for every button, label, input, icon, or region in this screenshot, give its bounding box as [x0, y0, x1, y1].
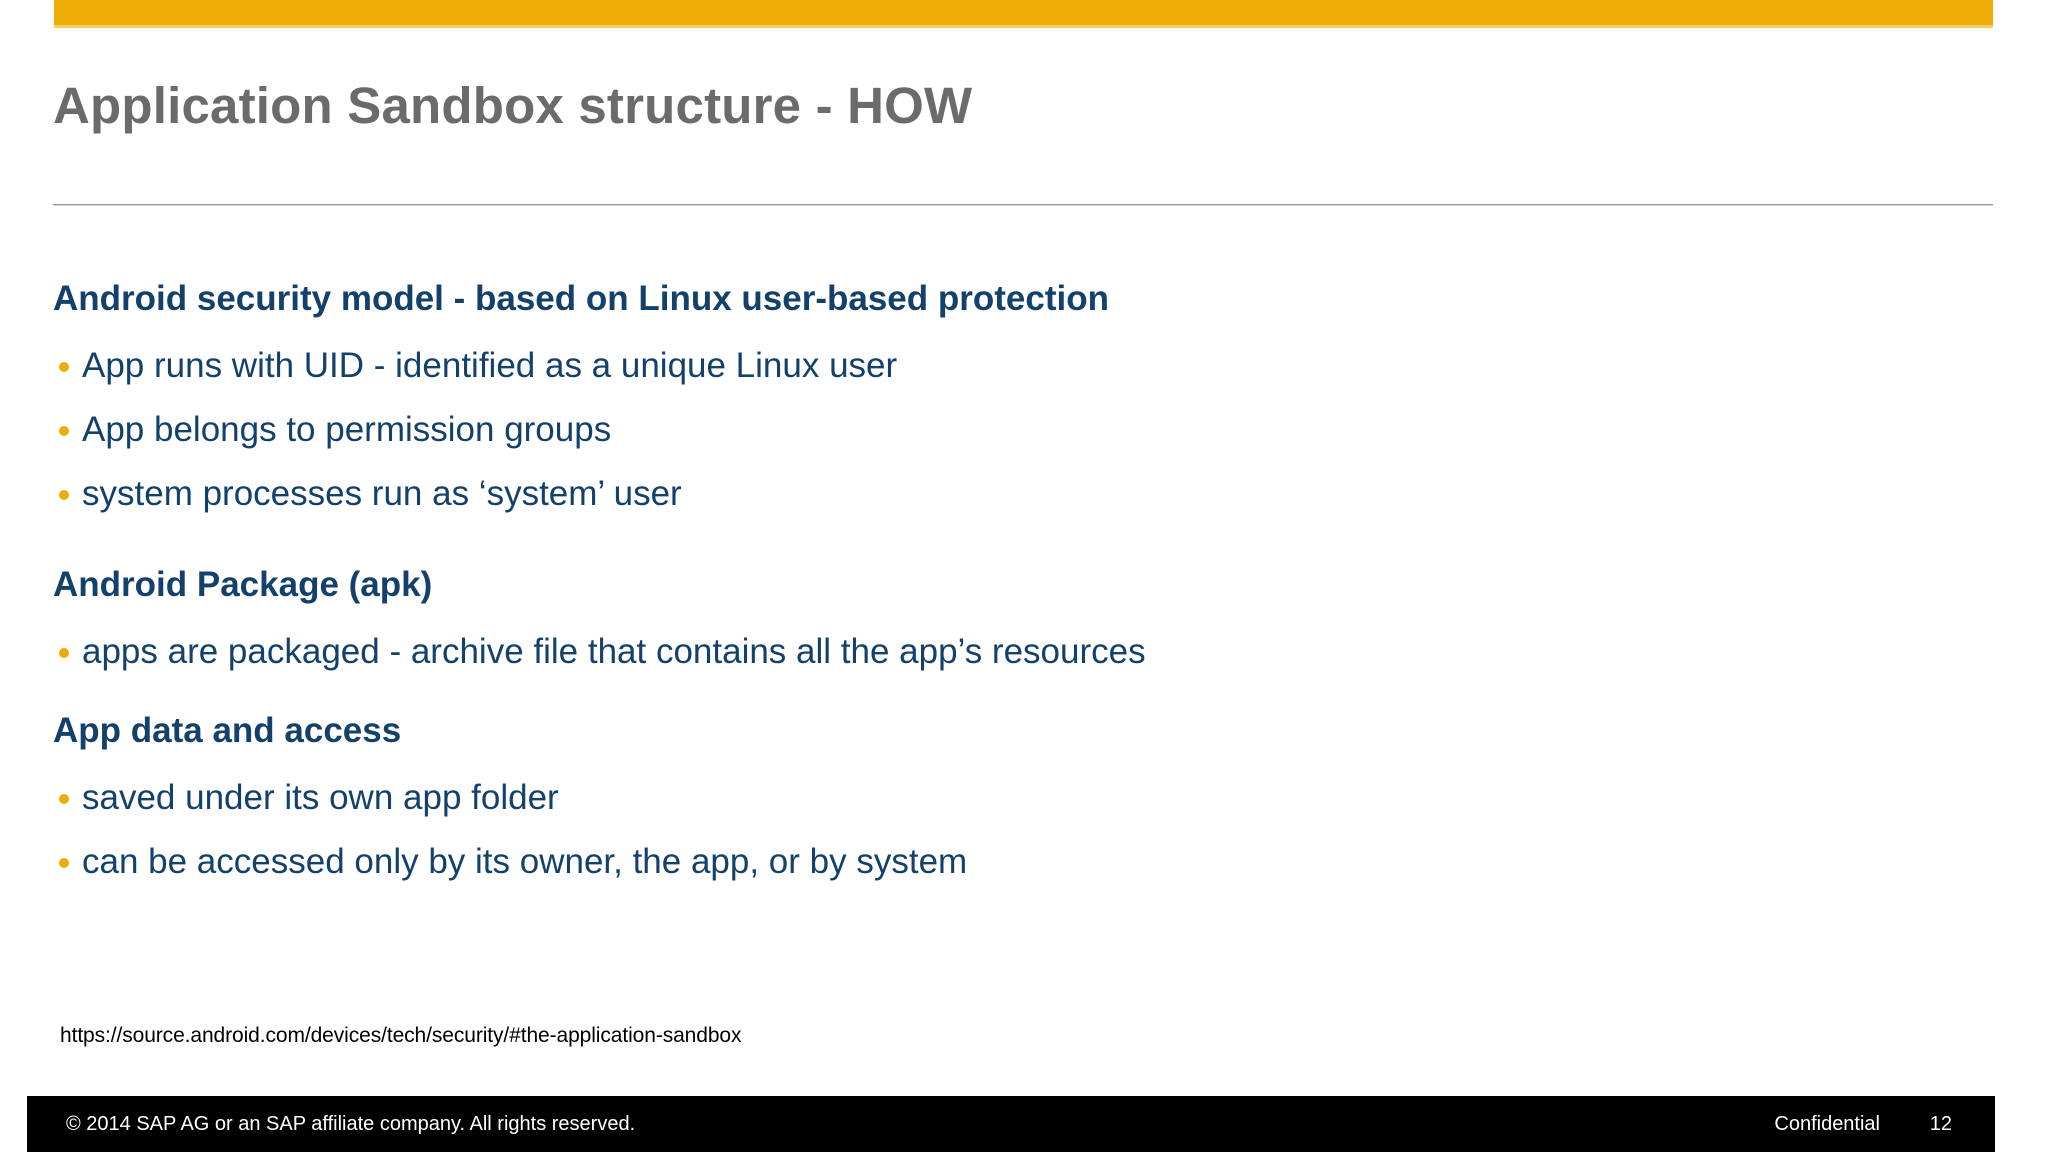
list-item-label: App belongs to permission groups — [82, 410, 612, 449]
section-app-data-and-access: App data and access saved under its own … — [53, 710, 1993, 894]
bullet-list: apps are packaged - archive file that co… — [53, 620, 1993, 684]
section-heading: Android Package (apk) — [53, 565, 433, 604]
spacer — [53, 320, 1993, 334]
bullet-list: App runs with UID - identified as a uniq… — [53, 334, 1993, 526]
section-android-package: Android Package (apk) apps are packaged … — [53, 564, 1993, 684]
footer-page-number: 12 — [1929, 1112, 1952, 1135]
spacer — [53, 752, 1993, 766]
list-item: can be accessed only by its owner, the a… — [53, 830, 1993, 894]
list-item: saved under its own app folder — [53, 766, 1993, 830]
list-item-label: apps are packaged - archive file that co… — [82, 632, 1146, 671]
list-item: apps are packaged - archive file that co… — [53, 620, 1993, 684]
source-url-link[interactable]: https://source.android.com/devices/tech/… — [60, 1024, 742, 1047]
list-item-label: saved under its own app folder — [82, 778, 559, 817]
spacer — [53, 606, 1993, 620]
list-item: App belongs to permission groups — [53, 398, 1993, 462]
page-title: Application Sandbox structure - HOW — [53, 77, 973, 134]
footer-classification: Confidential — [1774, 1112, 1880, 1135]
list-item: App runs with UID - identified as a uniq… — [53, 334, 1993, 398]
list-item-label: can be accessed only by its owner, the a… — [82, 842, 968, 881]
top-accent-bar-shadow — [54, 25, 1993, 28]
list-item-label: system processes run as ‘system’ user — [82, 474, 682, 513]
list-item-label: App runs with UID - identified as a uniq… — [82, 346, 898, 385]
list-item: system processes run as ‘system’ user — [53, 462, 1993, 526]
footer-copyright: © 2014 SAP AG or an SAP affiliate compan… — [66, 1112, 636, 1135]
spacer — [53, 684, 1993, 710]
bullet-dot-icon — [59, 426, 69, 436]
bullet-dot-icon — [59, 648, 69, 658]
top-accent-bar — [54, 0, 1993, 25]
bullet-dot-icon — [59, 490, 69, 500]
bullet-list: saved under its own app folder can be ac… — [53, 766, 1993, 894]
bullet-dot-icon — [59, 794, 69, 804]
section-heading: Android security model - based on Linux … — [53, 279, 1109, 318]
bullet-dot-icon — [59, 362, 69, 372]
slide-body: Android security model - based on Linux … — [53, 278, 1993, 894]
spacer — [53, 526, 1993, 564]
title-divider — [53, 204, 1993, 205]
section-android-security-model: Android security model - based on Linux … — [53, 278, 1993, 526]
bullet-dot-icon — [59, 858, 69, 868]
slide-footer: © 2014 SAP AG or an SAP affiliate compan… — [27, 1096, 1995, 1152]
section-heading: App data and access — [53, 711, 402, 750]
